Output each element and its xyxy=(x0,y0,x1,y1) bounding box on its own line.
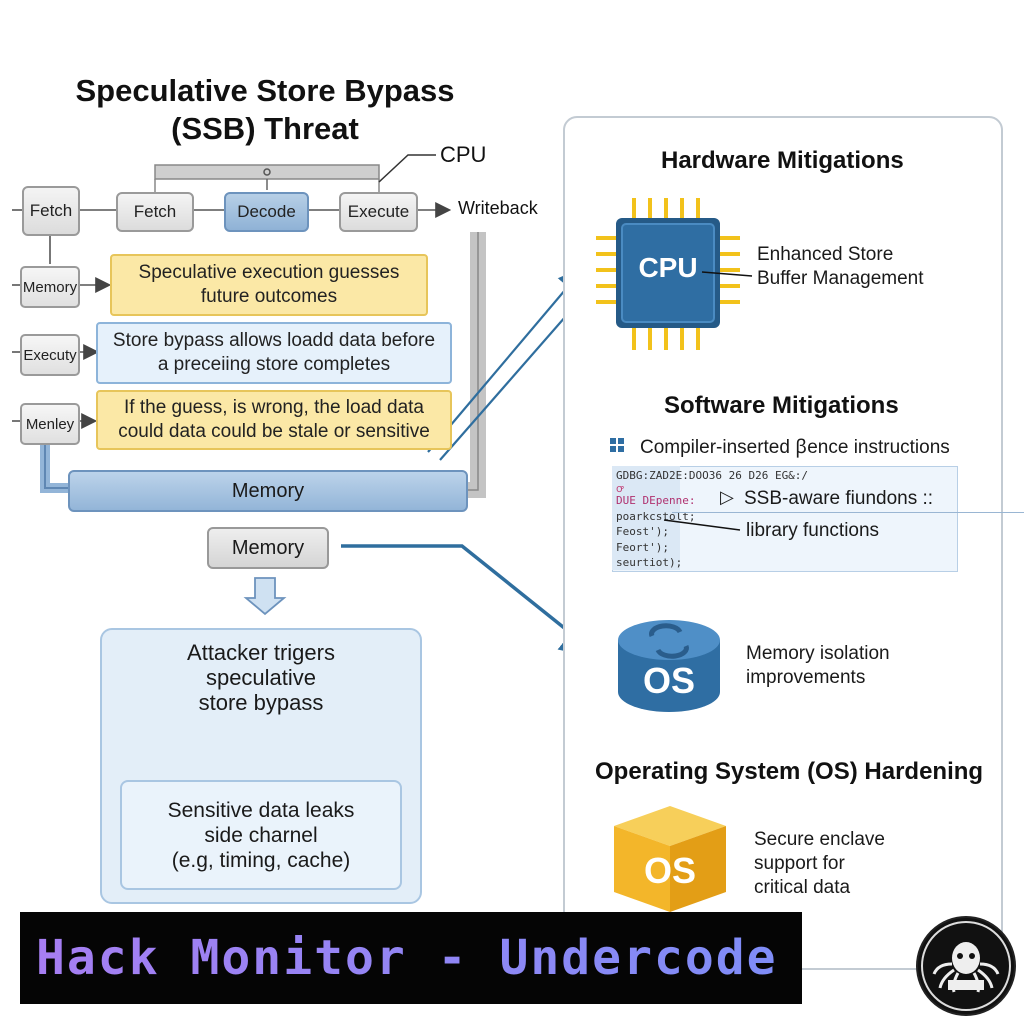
banner-text: Hack Monitor - Undercode xyxy=(36,930,778,986)
page-title: Speculative Store Bypass (SSB) Threat xyxy=(75,73,455,146)
play-icon: ▷ xyxy=(720,487,734,507)
code-line: seurtiot); xyxy=(616,556,683,569)
grid-icon xyxy=(610,438,624,452)
stage-execute: Execute xyxy=(339,192,418,232)
octopus-logo-icon xyxy=(916,916,1016,1016)
down-arrow-1 xyxy=(243,577,287,616)
code-line: Feort'); xyxy=(616,541,669,554)
side-stage-memory: Memory xyxy=(20,266,80,308)
brand-banner: Hack Monitor - Undercode xyxy=(20,912,802,1004)
code-line: ꝍ xyxy=(616,482,624,495)
software-item-ssb-aware: SSB-aware fiundons :: xyxy=(744,488,934,509)
code-line: DUE DEpenne: xyxy=(616,494,696,507)
software-mitigations-heading: Software Mitigations xyxy=(664,392,899,419)
code-gutter xyxy=(612,466,680,570)
writeback-label: Writeback xyxy=(458,198,538,218)
side-stage-executy: Executy xyxy=(20,334,80,376)
memory-bar: Memory xyxy=(68,470,468,512)
stage-decode: Decode xyxy=(224,192,309,232)
os-hardening-heading: Operating System (OS) Hardening xyxy=(595,758,984,785)
software-item-library: library functions xyxy=(746,520,880,541)
code-line: Feost'); xyxy=(616,525,669,538)
os-cube-label: OS xyxy=(643,850,696,891)
software-item-fence: Compiler-inserted ꞵence instructions xyxy=(640,437,950,458)
stage-fetch-left: Fetch xyxy=(22,186,80,236)
code-line: GDBG:ZAD2E:DOO36 26 D26 EG&:/ xyxy=(616,469,809,482)
hardware-mitigations-heading: Hardware Mitigations xyxy=(661,147,904,174)
cpu-bracket xyxy=(154,154,436,192)
cpu-chip-label: CPU xyxy=(638,252,698,283)
code-divider xyxy=(672,512,1024,513)
memory-box: Memory xyxy=(207,527,329,569)
cpu-label: CPU xyxy=(440,142,487,167)
os-disk-label: OS xyxy=(642,660,695,701)
stage-fetch: Fetch xyxy=(116,192,194,232)
side-stage-menley: Menley xyxy=(20,403,80,445)
